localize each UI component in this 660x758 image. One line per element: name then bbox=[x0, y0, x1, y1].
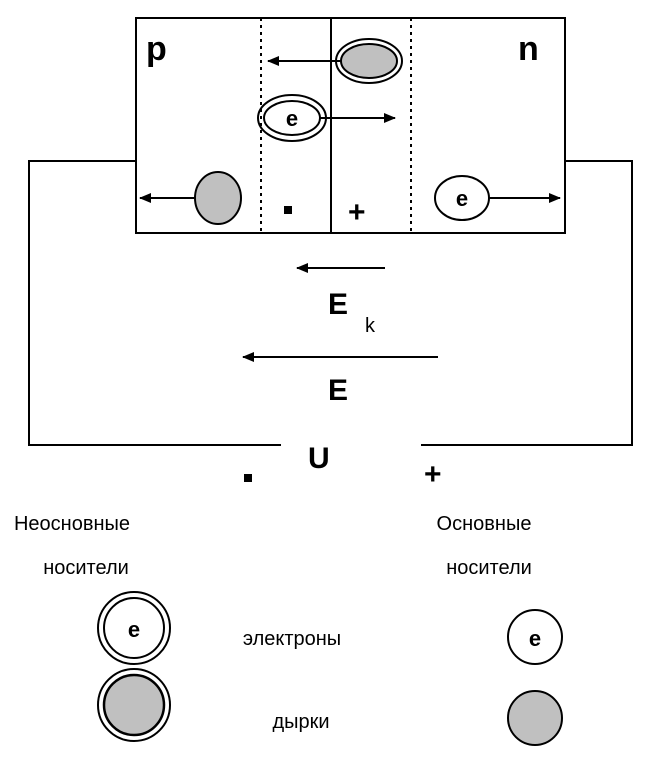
legend-minority-heading-line1: Неосновные bbox=[14, 513, 130, 535]
legend-majority-electron-icon bbox=[507, 609, 563, 665]
voltage-label: U bbox=[308, 442, 330, 475]
legend-minority-hole-outer-ring bbox=[97, 668, 171, 742]
terminal-plus-sign: + bbox=[424, 458, 442, 491]
minority-electron-symbol: e bbox=[286, 106, 298, 131]
circuit-wire-left bbox=[28, 160, 281, 446]
legend-majority-hole-icon bbox=[507, 690, 563, 746]
terminal-minus-sign bbox=[244, 474, 252, 482]
legend-minority-electron-outer-ring bbox=[97, 591, 171, 665]
legend-minority-hole-icon bbox=[102, 673, 166, 737]
legend-holes-label: дырки bbox=[272, 711, 329, 733]
majority-hole-p-region bbox=[194, 171, 242, 225]
majority-electron-symbol: e bbox=[456, 186, 468, 211]
minority-hole-in-junction bbox=[340, 43, 398, 79]
n-region-label: n bbox=[518, 30, 539, 68]
legend-minority-electron-symbol: e bbox=[128, 617, 140, 642]
p-region-label: p bbox=[146, 30, 167, 68]
internal-field-subscript: k bbox=[365, 315, 376, 337]
legend-majority-heading-line2: носители bbox=[446, 557, 532, 579]
external-field-label: E bbox=[328, 374, 348, 407]
legend-electrons-label: электроны bbox=[243, 628, 341, 650]
semiconductor-block bbox=[135, 17, 566, 234]
depletion-plus-sign: + bbox=[348, 196, 366, 229]
legend-minority-electron-icon bbox=[103, 597, 165, 659]
legend-majority-electron-symbol: e bbox=[529, 626, 541, 651]
legend-minority-heading-line2: носители bbox=[43, 557, 129, 579]
legend-majority-heading-line1: Основные bbox=[437, 513, 532, 535]
depletion-minus-sign bbox=[284, 206, 292, 214]
internal-field-label: E bbox=[328, 288, 348, 321]
circuit-wire-right bbox=[421, 160, 633, 446]
